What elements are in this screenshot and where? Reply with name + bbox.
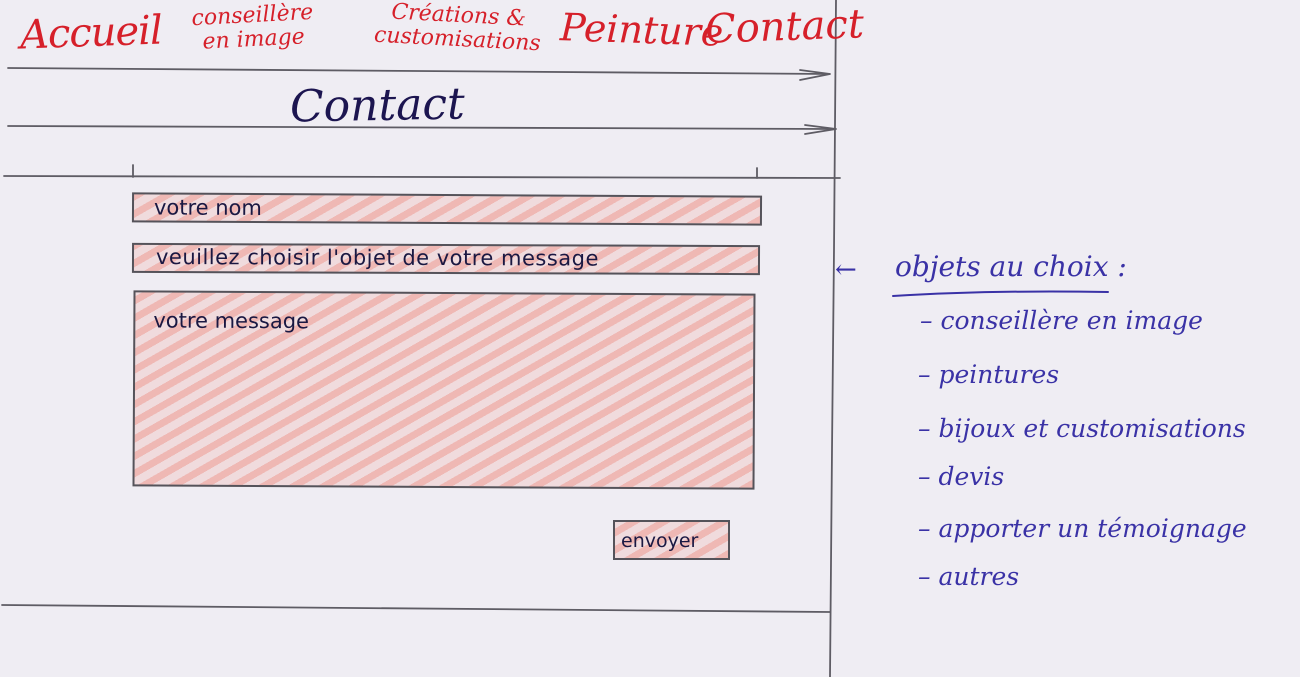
send-button-label: envoyer xyxy=(621,530,699,552)
nav-contact[interactable]: Contact xyxy=(704,1,865,53)
annotation-option: – devis xyxy=(918,462,1005,491)
nav-creations-customisations[interactable]: Créations & customisations xyxy=(367,0,549,57)
nav-peinture[interactable]: Peinture xyxy=(559,5,725,55)
message-textarea[interactable]: votre message xyxy=(132,290,756,490)
annotation-title: objets au choix : xyxy=(895,250,1127,283)
annotation-option: – autres xyxy=(918,562,1020,591)
message-textarea-placeholder: votre message xyxy=(153,308,310,334)
nav-accueil[interactable]: Accueil xyxy=(19,7,163,59)
subject-select-placeholder: veuillez choisir l'objet de votre messag… xyxy=(155,244,599,271)
name-input-placeholder: votre nom xyxy=(153,195,262,221)
nav-conseillere-en-image[interactable]: conseillère en image xyxy=(177,0,329,56)
send-button[interactable]: envoyer xyxy=(613,520,730,560)
annotation-option: – bijoux et customisations xyxy=(918,414,1246,443)
annotation-option: – apporter un témoignage xyxy=(918,514,1247,543)
name-input[interactable]: votre nom xyxy=(131,192,763,226)
left-arrow-icon: ← xyxy=(835,255,857,285)
annotation-option: – peintures xyxy=(918,360,1060,389)
annotation-option: – conseillère en image xyxy=(920,306,1203,335)
page-title: Contact xyxy=(289,78,466,133)
subject-select[interactable]: veuillez choisir l'objet de votre messag… xyxy=(131,242,761,276)
